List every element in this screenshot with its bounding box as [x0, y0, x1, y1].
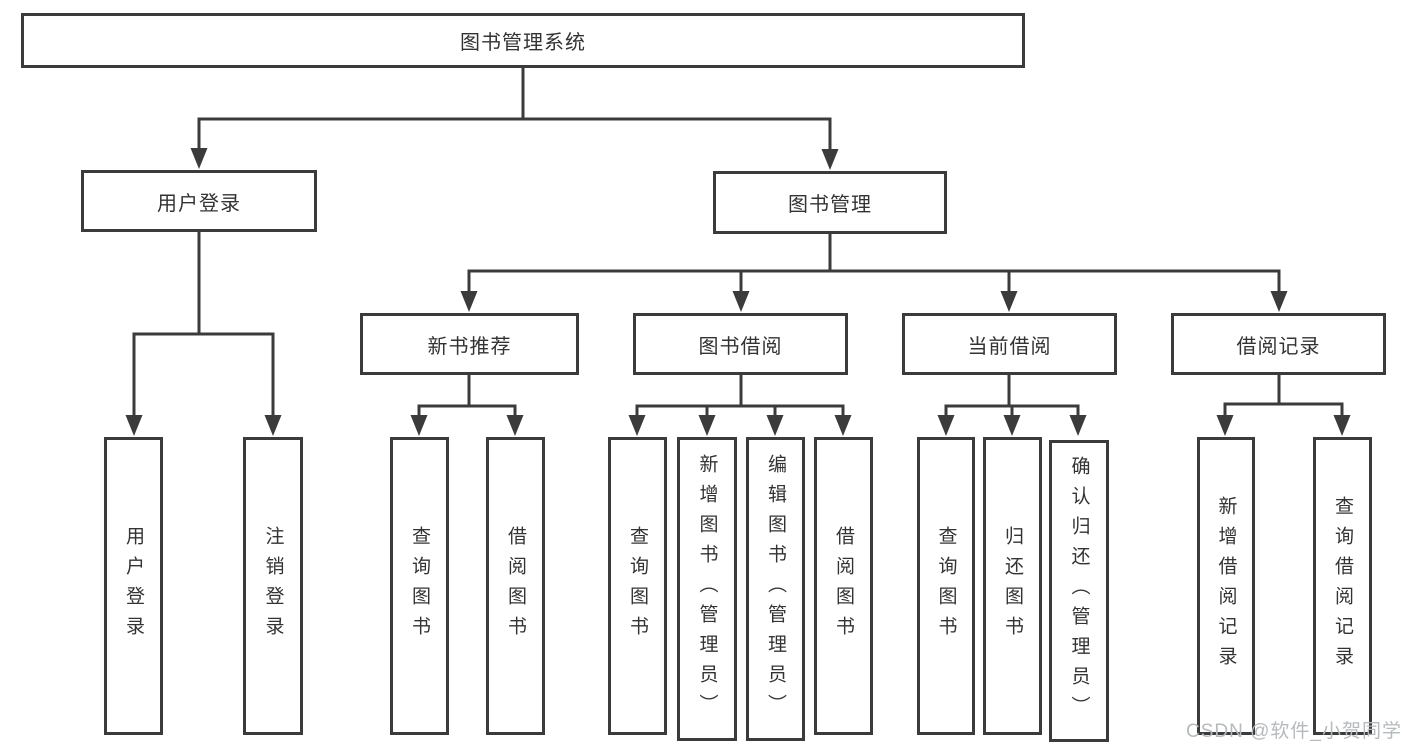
leaf-query-borrow-record-label: 查询借阅记录 — [1332, 496, 1353, 676]
arrowhead — [628, 415, 646, 436]
arrowheads — [125, 148, 1351, 436]
leaf-borrow-book-borrow: 借阅图书 — [814, 437, 873, 735]
leaf-query-book-borrow-label: 查询图书 — [627, 526, 648, 646]
node-root: 图书管理系统 — [21, 13, 1025, 68]
arrowhead — [1069, 415, 1087, 436]
leaf-logout-label: 注销登录 — [262, 526, 284, 646]
leaf-query-book-recommend-label: 查询图书 — [409, 526, 430, 646]
connector-book-management-to-level3 — [467, 234, 1281, 295]
arrowhead — [190, 148, 208, 169]
leaf-confirm-return-admin: 确认归还（管理员） — [1049, 440, 1109, 742]
arrowhead — [698, 415, 716, 436]
arrowhead — [821, 149, 839, 170]
node-book-management-label: 图书管理 — [788, 194, 872, 216]
arrowhead — [125, 415, 143, 436]
node-borrow-record-label: 借阅记录 — [1236, 335, 1321, 358]
leaf-query-borrow-record: 查询借阅记录 — [1313, 437, 1372, 735]
arrowhead — [937, 415, 955, 436]
node-current-borrow: 当前借阅 — [902, 313, 1117, 375]
node-user-login-label: 用户登录 — [157, 192, 241, 215]
leaf-query-book-current: 查询图书 — [917, 437, 975, 735]
arrowhead — [1000, 291, 1018, 312]
node-book-borrow: 图书借阅 — [633, 313, 848, 375]
leaf-borrow-book-borrow-label: 借阅图书 — [833, 526, 854, 646]
leaf-edit-book-admin-label: 编辑图书（管理员） — [765, 454, 786, 724]
leaf-add-borrow-record-label: 新增借阅记录 — [1215, 496, 1237, 676]
node-new-book-recommend: 新书推荐 — [360, 313, 579, 375]
leaf-confirm-return-admin-label: 确认归还（管理员） — [1068, 456, 1090, 726]
leaf-add-book-admin-label: 新增图书（管理员） — [696, 454, 718, 724]
arrowhead — [1003, 415, 1021, 436]
arrowhead — [1216, 415, 1234, 436]
node-user-login: 用户登录 — [81, 170, 317, 232]
leaf-borrow-book-recommend-label: 借阅图书 — [505, 526, 526, 646]
leaf-add-book-admin: 新增图书（管理员） — [677, 437, 737, 741]
leaf-query-book-borrow: 查询图书 — [608, 437, 667, 735]
node-current-borrow-label: 当前借阅 — [967, 335, 1052, 358]
leaf-user-login: 用户登录 — [104, 437, 163, 735]
arrowhead — [1270, 291, 1288, 312]
node-book-borrow-label: 图书借阅 — [698, 335, 783, 358]
leaf-query-book-current-label: 查询图书 — [935, 526, 957, 646]
node-new-book-recommend-label: 新书推荐 — [427, 335, 512, 358]
connector-borrow-record-to-leaves — [1223, 375, 1344, 419]
csdn-watermark: CSDN @软件_小贺同学 — [1186, 721, 1402, 742]
connector-current-borrow-to-leaves — [944, 375, 1080, 419]
leaf-add-borrow-record: 新增借阅记录 — [1197, 437, 1255, 735]
leaf-logout: 注销登录 — [243, 437, 303, 735]
arrowhead — [410, 415, 428, 436]
leaf-user-login-label: 用户登录 — [123, 526, 144, 646]
arrowhead — [834, 415, 852, 436]
leaf-return-book-label: 归还图书 — [1002, 526, 1023, 646]
arrowhead — [506, 415, 524, 436]
node-root-label: 图书管理系统 — [460, 32, 586, 54]
arrowhead — [264, 415, 282, 436]
node-borrow-record: 借阅记录 — [1171, 313, 1386, 375]
arrowhead — [460, 291, 478, 312]
arrowhead — [732, 291, 750, 312]
leaf-query-book-recommend: 查询图书 — [390, 437, 449, 735]
connector-book-borrow-to-leaves — [635, 375, 845, 419]
connector-root-to-level2 — [197, 68, 832, 153]
arrowhead — [766, 415, 784, 436]
node-book-management: 图书管理 — [713, 171, 947, 234]
connector-user-login-to-leaves — [132, 232, 275, 419]
connector-new-book-recommend-to-leaves — [417, 375, 517, 419]
leaf-borrow-book-recommend: 借阅图书 — [486, 437, 545, 735]
arrowhead — [1333, 415, 1351, 436]
leaf-edit-book-admin: 编辑图书（管理员） — [746, 437, 805, 741]
leaf-return-book: 归还图书 — [983, 437, 1042, 735]
